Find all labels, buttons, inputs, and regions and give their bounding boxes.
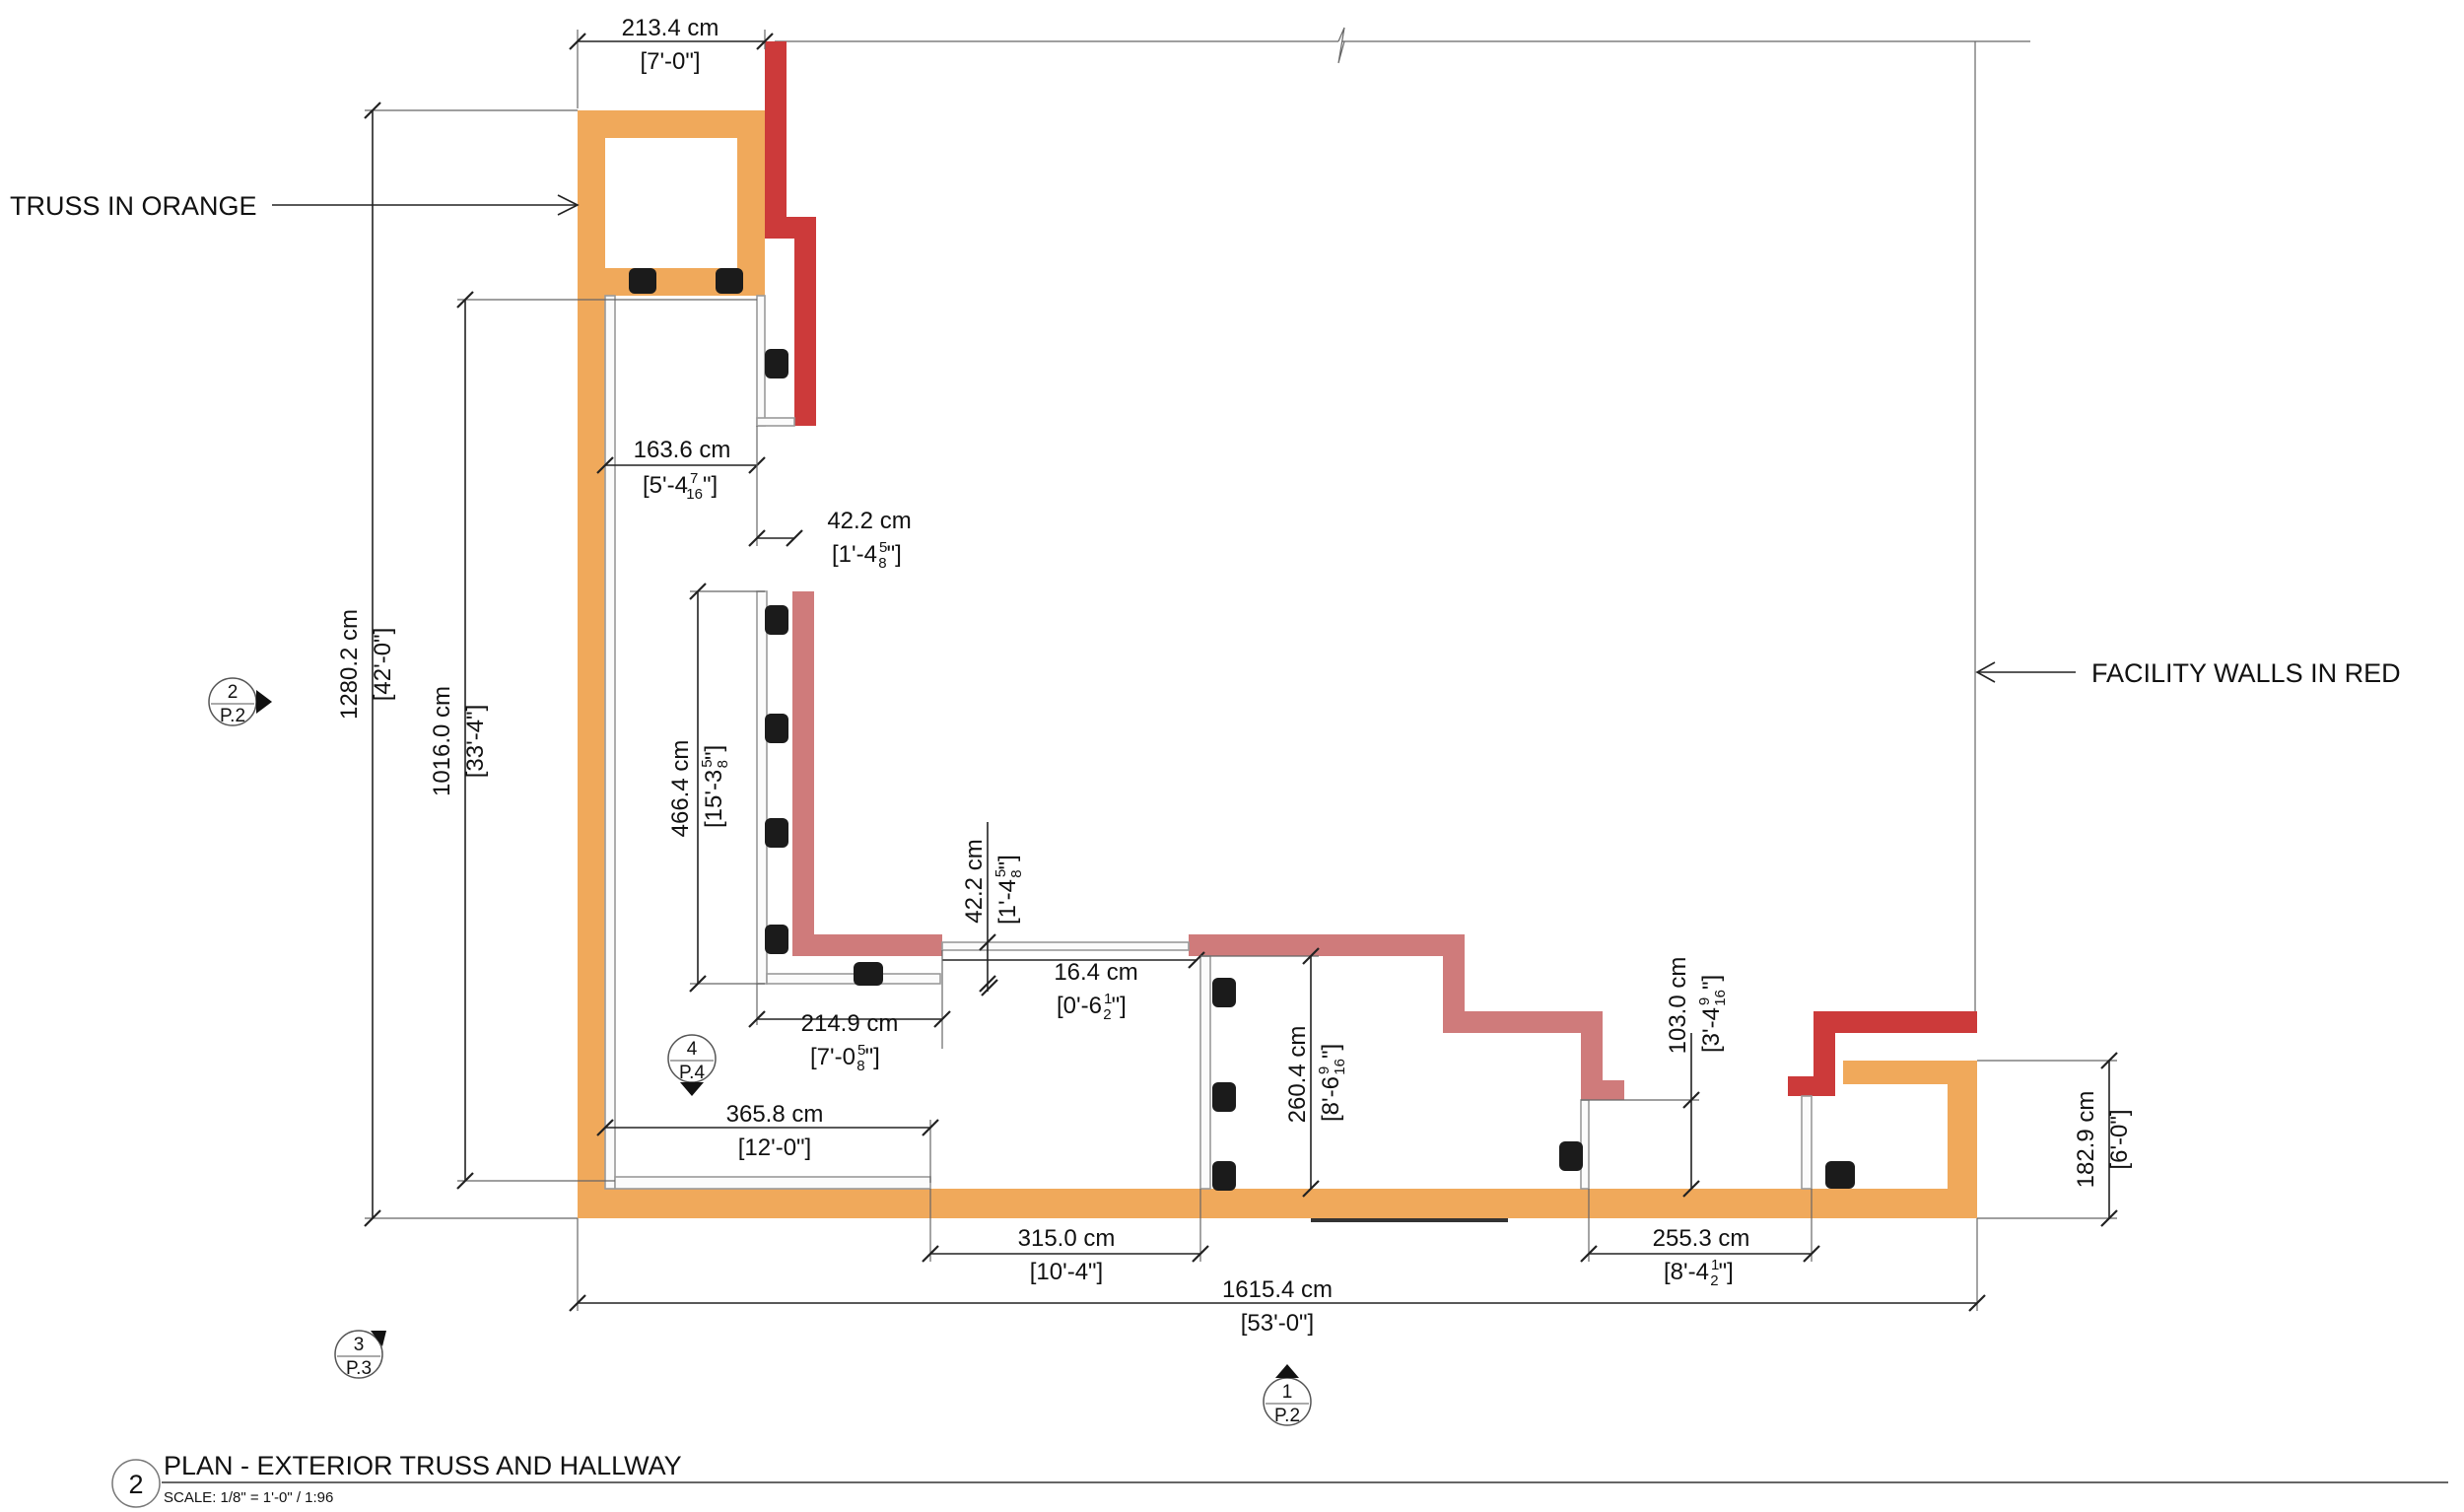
section-tag-number: 1 <box>1282 1382 1293 1403</box>
dim-gap-vertical-metric: 42.2 cm <box>961 839 988 923</box>
dim-inner-height-metric: 466.4 cm <box>667 740 694 838</box>
dim-hall-height-metric: 1016.0 cm <box>429 686 455 796</box>
section-tag-number: 3 <box>354 1335 365 1355</box>
clamp-fixture-icon <box>765 349 788 378</box>
facility-walls <box>765 41 1977 1100</box>
section-tag-sheet: P.4 <box>679 1063 706 1083</box>
drawing-title-block: 2 PLAN - EXTERIOR TRUSS AND HALLWAY SCAL… <box>111 1451 2448 1508</box>
dim-hall-bottom-imperial: [12'-0"] <box>738 1134 811 1161</box>
facility-outline <box>775 27 2030 1011</box>
clamp-fixture-icon <box>765 818 788 848</box>
clamp-fixture-icon <box>1825 1161 1855 1189</box>
dim-right-height-imperial: [6'-0"] <box>2106 1109 2133 1169</box>
arrow-right-icon <box>557 194 580 216</box>
section-tags: 2 P.2 4 P.4 3 P.3 1 P.2 <box>208 677 1312 1426</box>
clamp-fixture-icon <box>765 714 788 743</box>
truss-structure <box>578 110 1977 1218</box>
clamp-fixture-icon <box>716 268 743 294</box>
dim-overall-width-imperial: [53'-0"] <box>1241 1310 1314 1337</box>
note-facility-walls: FACILITY WALLS IN RED <box>2091 658 2401 688</box>
clamp-fixture-icon <box>765 605 788 635</box>
dim-overall-height-imperial: [42'-0"] <box>370 628 396 701</box>
section-marker-icon <box>334 1330 383 1379</box>
clamp-fixture-icon <box>1212 1161 1236 1191</box>
clamp-fixture-icon <box>765 925 788 954</box>
section-tag[interactable]: 4 P.4 <box>667 1034 717 1096</box>
section-tag[interactable]: 3 P.3 <box>334 1330 386 1379</box>
dim-hall-width-metric: 163.6 cm <box>634 437 731 463</box>
dim-right-height-metric: 182.9 cm <box>2073 1091 2099 1189</box>
dim-step-height-imperial: [3'-4916"] <box>1696 975 1729 1053</box>
dim-gap-small-metric: 16.4 cm <box>1054 959 1137 986</box>
dim-bottom-mid-metric: 315.0 cm <box>1018 1225 1116 1252</box>
dim-inner-height-imperial: [15'-358"] <box>699 745 731 828</box>
drawing-scale: SCALE: 1/8" = 1'-0" / 1:96 <box>164 1489 333 1506</box>
dim-bottom-right-metric: 255.3 cm <box>1653 1225 1750 1252</box>
dim-inner-width-metric: 214.9 cm <box>801 1010 899 1037</box>
dim-gap-upper-metric: 42.2 cm <box>827 508 911 534</box>
title-number-circle <box>111 1459 161 1508</box>
clamp-fixture-icon <box>1559 1141 1583 1171</box>
section-tag-number: 2 <box>228 682 239 703</box>
dim-hall-bottom-metric: 365.8 cm <box>726 1101 824 1128</box>
dim-overall-width-metric: 1615.4 cm <box>1222 1276 1333 1303</box>
clamp-fixture-icon <box>1212 978 1236 1007</box>
clamp-fixture-icon <box>629 268 656 294</box>
dim-top-width-metric: 213.4 cm <box>622 15 719 41</box>
section-tag[interactable]: 1 P.2 <box>1263 1364 1312 1426</box>
hallway-walls <box>604 295 1813 1190</box>
dimension-lines <box>364 30 2118 1312</box>
dim-gap-vertical-imperial: [1'-458"] <box>992 855 1025 925</box>
dim-step-height-metric: 103.0 cm <box>1665 957 1691 1055</box>
clamp-fixture-icon <box>854 962 883 986</box>
dimension-labels: 213.4 cm [7'-0"] 1280.2 cm [42'-0"] 1016… <box>336 15 2133 1337</box>
dim-bottom-mid-imperial: [10'-4"] <box>1030 1259 1103 1285</box>
clamp-fixture-icon <box>1212 1082 1236 1112</box>
dim-top-width-imperial: [7'-0"] <box>640 48 700 75</box>
dim-mid-height-metric: 260.4 cm <box>1284 1026 1311 1124</box>
truss-clamps <box>629 268 1855 1191</box>
arrow-left-icon <box>1975 661 1996 683</box>
section-tag-sheet: P.3 <box>346 1358 372 1379</box>
note-truss: TRUSS IN ORANGE <box>10 191 257 221</box>
dim-hall-height-imperial: [33'-4"] <box>462 705 489 778</box>
section-tag[interactable]: 2 P.2 <box>208 677 272 726</box>
section-tag-number: 4 <box>687 1039 698 1060</box>
floor-marker <box>1311 1218 1508 1222</box>
drawing-title: PLAN - EXTERIOR TRUSS AND HALLWAY <box>164 1451 682 1480</box>
section-tag-sheet: P.2 <box>220 706 245 726</box>
title-number: 2 <box>128 1470 143 1499</box>
dim-overall-height-metric: 1280.2 cm <box>336 609 363 720</box>
section-tag-sheet: P.2 <box>1274 1406 1300 1426</box>
callout-notes: TRUSS IN ORANGE FACILITY WALLS IN RED <box>10 191 2401 688</box>
dim-mid-height-imperial: [8'-6916"] <box>1316 1044 1348 1122</box>
